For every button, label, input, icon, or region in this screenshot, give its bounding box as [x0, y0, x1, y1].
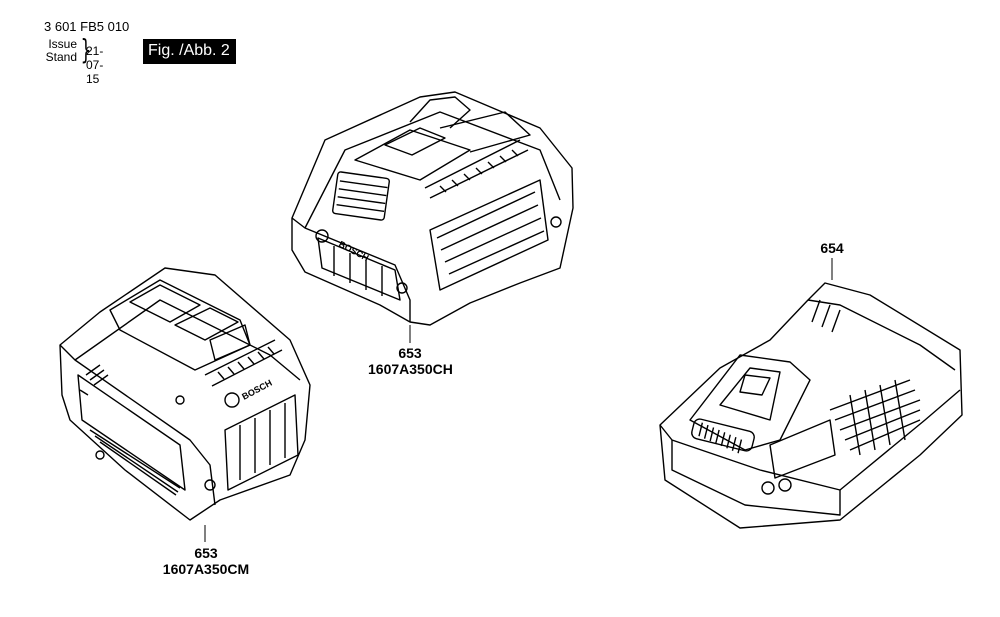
issue-stand-labels: Issue Stand: [44, 38, 77, 64]
figure-label: Fig. /Abb. 2: [143, 39, 236, 64]
ref-number-upper: 653: [398, 345, 422, 361]
battery-pack-lower: BOSCH: [59, 267, 311, 521]
stand-label: Stand: [45, 50, 77, 64]
callout-charger: 654: [812, 240, 852, 256]
part-number-upper: 1607A350CH: [368, 361, 453, 377]
issue-date: 21-07-15: [86, 44, 104, 86]
callout-battery-upper: 653 1607A350CH: [368, 345, 453, 377]
ref-number-charger: 654: [820, 240, 844, 256]
doc-number: 3 601 FB5 010: [44, 19, 130, 34]
brand-marking-upper: BOSCH: [337, 239, 370, 263]
brand-marking-lower: BOSCH: [240, 378, 273, 402]
part-number-lower: 1607A350CM: [162, 561, 250, 577]
callout-battery-lower: 653 1607A350CM: [160, 545, 252, 577]
charger: [659, 282, 963, 529]
battery-pack-upper: BOSCH: [291, 91, 574, 326]
ref-number-lower: 653: [194, 545, 218, 561]
brace-glyph: }: [80, 33, 92, 66]
issue-label: Issue: [48, 37, 77, 51]
